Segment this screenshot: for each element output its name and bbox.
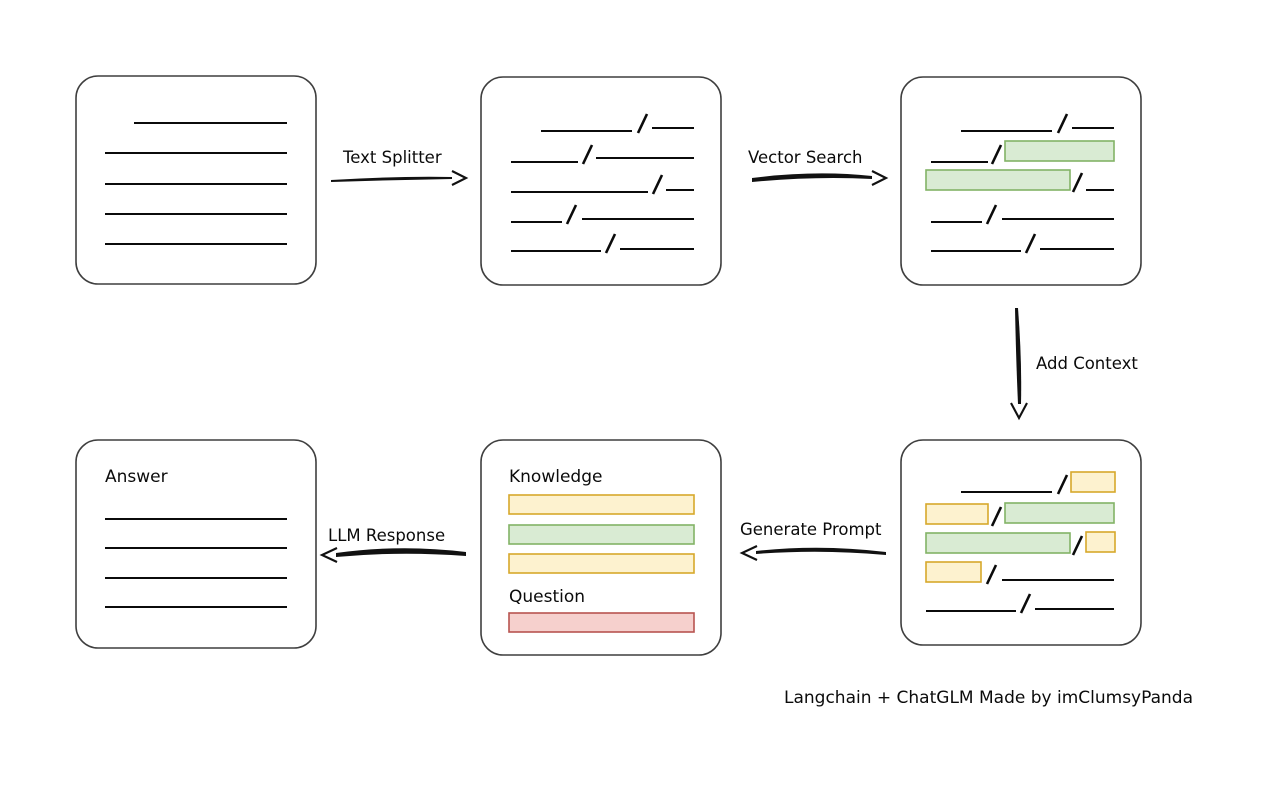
slash-separator: [1071, 172, 1084, 193]
slash-separator: [990, 506, 1003, 527]
context-chunk-chip: [925, 561, 982, 583]
context-added-lines: [925, 471, 1116, 614]
arrow-head-icon: [871, 170, 889, 186]
arrow-head-icon: [1010, 402, 1028, 421]
edge-generate-prompt-label: Generate Prompt: [740, 520, 882, 539]
slash-separator: [985, 204, 998, 225]
answer-frame: [75, 439, 317, 649]
edge-add-context-label: Add Context: [1036, 354, 1138, 373]
edge-text-splitter[interactable]: Text Splitter: [331, 148, 469, 186]
retrieved-chunk-chip: [925, 532, 1071, 554]
answer-box[interactable]: Answer: [75, 439, 317, 649]
footer-credit: Langchain + ChatGLM Made by imClumsyPand…: [784, 688, 1193, 708]
prompt-box[interactable]: Knowledge Question: [480, 439, 722, 656]
slash-separator: [990, 144, 1003, 165]
knowledge-bar: [508, 553, 695, 574]
context-chunk-chip: [925, 503, 989, 525]
question-bar: [508, 612, 695, 633]
retrieved-chunk-chip: [1004, 140, 1115, 162]
edge-vector-search[interactable]: Vector Search: [748, 148, 889, 186]
knowledge-bar: [508, 524, 695, 545]
answer-lines: [105, 518, 287, 608]
slash-separator: [1056, 113, 1069, 134]
knowledge-section-label: Knowledge: [509, 467, 602, 487]
slash-separator: [636, 113, 649, 134]
arrow-shaft: [756, 547, 886, 555]
slash-separator: [1024, 233, 1037, 254]
edge-text-splitter-label: Text Splitter: [342, 148, 442, 167]
edge-vector-search-label: Vector Search: [748, 148, 863, 167]
split-chunks-frame: [480, 76, 722, 286]
context-chunk-chip: [1070, 471, 1116, 493]
slash-separator: [581, 144, 594, 165]
knowledge-bar: [508, 494, 695, 515]
question-section-label: Question: [509, 587, 585, 607]
split-chunks-lines: [511, 113, 694, 254]
slash-separator: [985, 564, 998, 585]
source-document-box[interactable]: [75, 75, 317, 285]
slash-separator: [1019, 593, 1032, 614]
context-added-box[interactable]: [900, 439, 1142, 646]
context-chunk-chip: [1085, 531, 1116, 553]
source-document-lines: [105, 122, 287, 245]
slash-separator: [565, 204, 578, 225]
slash-separator: [604, 233, 617, 254]
retrieved-chunk-chip: [1004, 502, 1115, 524]
arrow-head-icon: [451, 170, 469, 186]
prompt-frame: [480, 439, 722, 656]
arrow-head-icon: [319, 547, 338, 563]
edge-generate-prompt[interactable]: Generate Prompt: [739, 520, 886, 561]
edge-add-context[interactable]: Add Context: [1010, 308, 1138, 421]
source-document-frame: [75, 75, 317, 285]
arrow-head-icon: [739, 545, 758, 561]
arrow-shaft: [336, 548, 466, 557]
edge-llm-response[interactable]: LLM Response: [319, 526, 466, 563]
vector-matches-box[interactable]: [900, 76, 1142, 286]
split-chunks-box[interactable]: [480, 76, 722, 286]
arrow-shaft: [1015, 308, 1022, 404]
answer-title: Answer: [105, 467, 168, 487]
retrieved-chunk-chip: [925, 169, 1071, 191]
arrow-shaft: [752, 173, 872, 182]
arrow-shaft: [331, 176, 452, 182]
slash-separator: [651, 174, 664, 195]
vector-matches-lines: [925, 113, 1115, 254]
slash-separator: [1071, 535, 1084, 556]
edge-llm-response-label: LLM Response: [328, 526, 445, 545]
slash-separator: [1056, 474, 1069, 495]
